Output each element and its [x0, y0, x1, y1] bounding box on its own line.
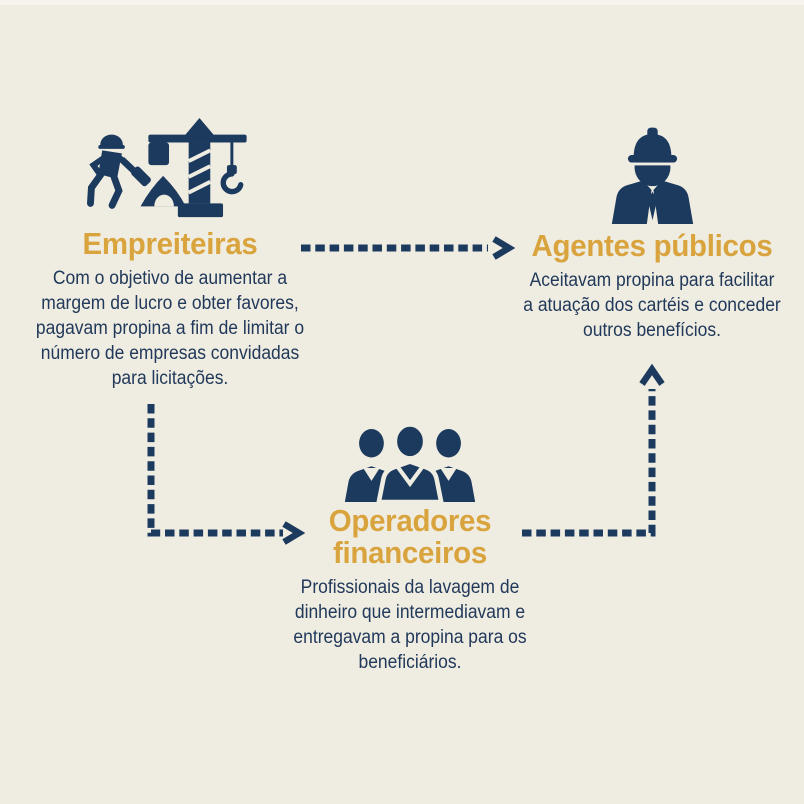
engineer-hardhat-icon	[611, 127, 693, 224]
node-description: Com o objetivo de aumentar a margem de l…	[35, 268, 305, 389]
node-operadores-financeiros: Operadores financeiros Profissionais da …	[270, 424, 550, 675]
tower-crane	[148, 117, 247, 218]
construction-worker-crane-icon	[87, 117, 247, 218]
top-edge-strip	[0, 0, 804, 5]
node-description: Aceitavam propina para facilitar a atuaç…	[523, 270, 781, 341]
tie	[647, 191, 657, 221]
node-agentes-publicos: Agentes públicos Aceitavam propina para …	[500, 120, 804, 343]
node-empreiteiras: Empreiteiras Com o objetivo de aumentar …	[17, 116, 323, 391]
person-center	[376, 424, 444, 502]
gravel-mound	[140, 175, 186, 207]
node-title: Operadores financeiros	[328, 503, 492, 570]
node-title: Empreiteiras	[82, 226, 258, 261]
financial-operators-group-icon	[344, 424, 476, 502]
worker-figure	[87, 134, 151, 209]
node-description: Profissionais da lavagem de dinheiro que…	[293, 577, 527, 673]
arrow-up-icon	[639, 363, 665, 386]
node-title: Agentes públicos	[531, 228, 773, 263]
connector-empreiteiras-to-operadores	[147, 404, 283, 537]
